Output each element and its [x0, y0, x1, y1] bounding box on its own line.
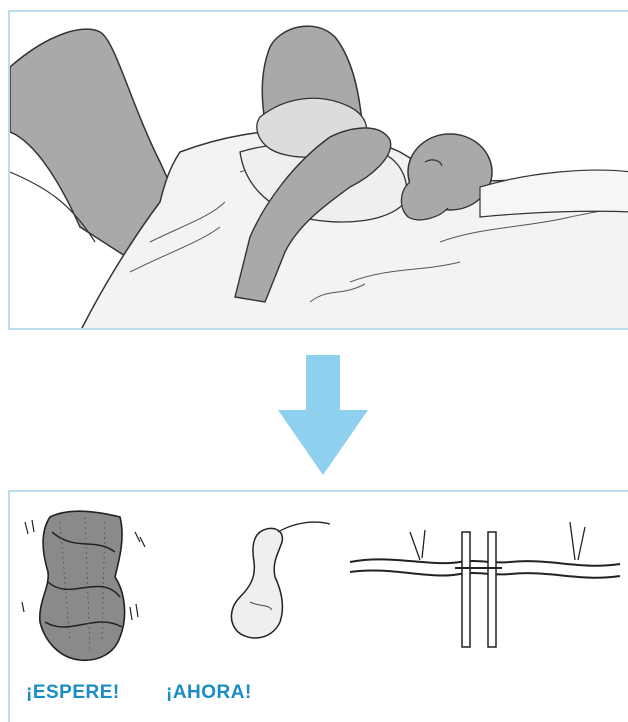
limp-cord-drawing	[231, 522, 330, 638]
pulsing-cord-drawing	[22, 511, 145, 660]
pillow	[480, 170, 628, 217]
label-now: ¡AHORA!	[166, 682, 252, 704]
label-wait: ¡ESPERE!	[26, 682, 120, 704]
tied-cord-drawing	[350, 522, 620, 647]
birth-position-illustration-panel	[8, 10, 628, 330]
arrow-down-icon	[278, 355, 368, 475]
birth-position-illustration	[10, 12, 628, 330]
